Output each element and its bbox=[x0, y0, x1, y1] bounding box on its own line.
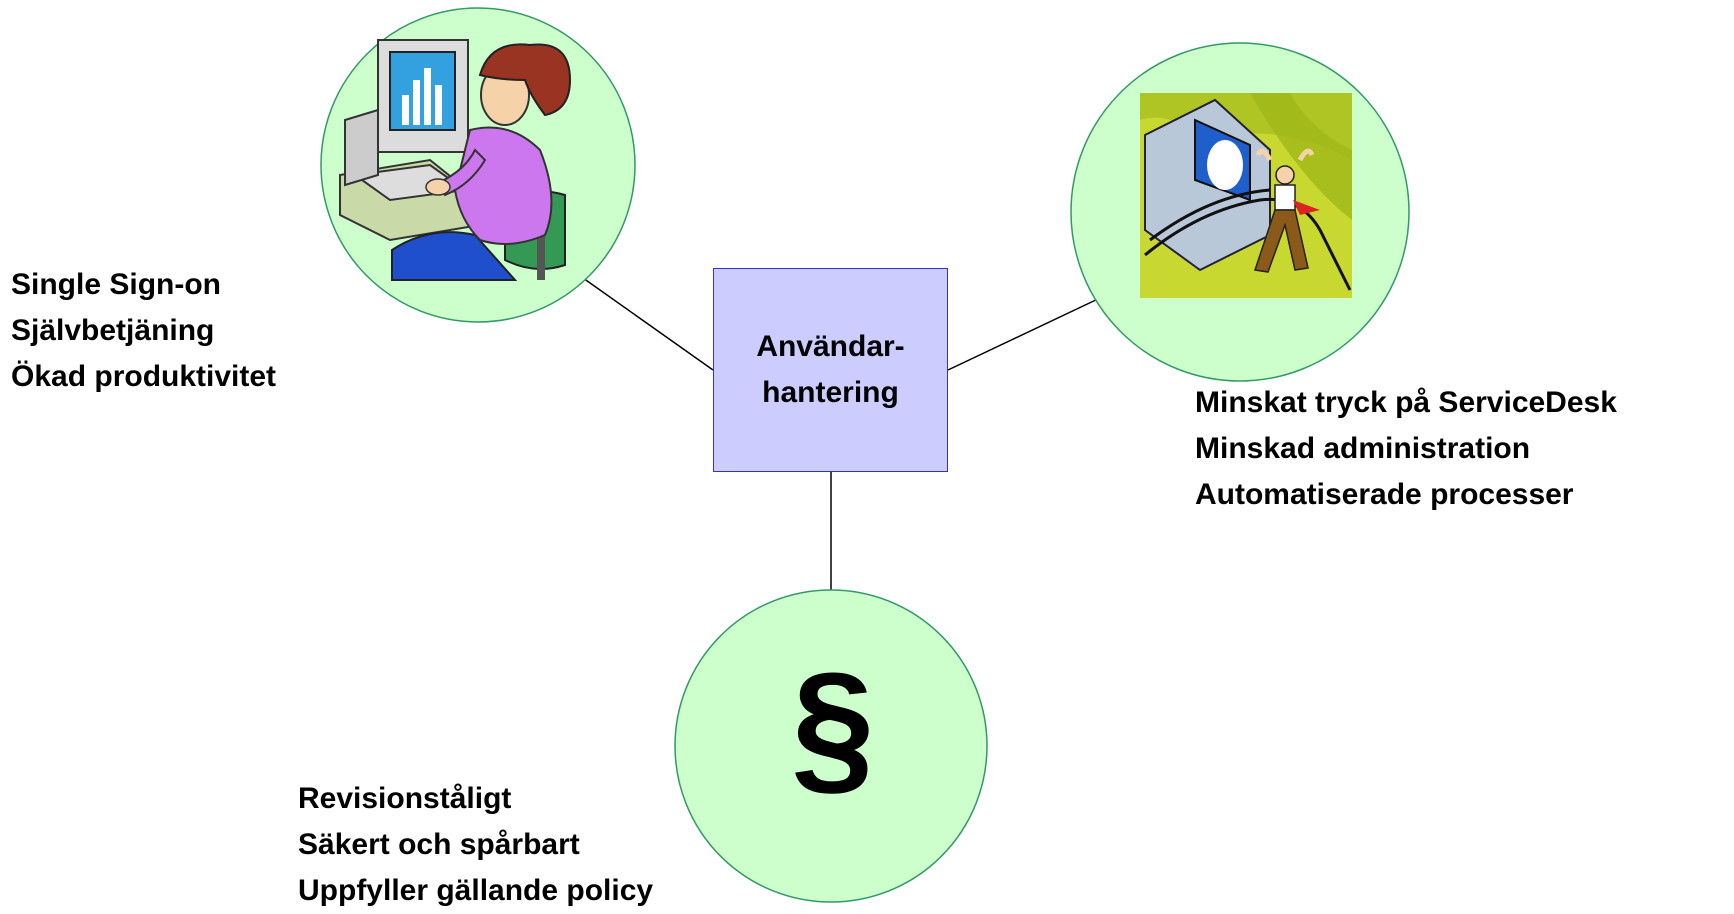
compliance-benefit-item: Revisionståligt bbox=[298, 782, 512, 815]
compliance-node-circle bbox=[674, 589, 988, 903]
center-node-box: Användar- hantering bbox=[713, 268, 948, 472]
center-node-line1: Användar- bbox=[756, 330, 905, 363]
compliance-benefit-item: Säkert och spårbart bbox=[298, 828, 580, 861]
user-benefit-item: Ökad produktivitet bbox=[11, 360, 277, 393]
user-benefit-item: Självbetjäning bbox=[11, 314, 215, 347]
compliance-benefit-item: Uppfyller gällande policy bbox=[298, 874, 654, 907]
computer-worker-icon bbox=[1140, 93, 1352, 298]
compliance-benefits-list: Revisionståligt Säkert och spårbart Uppf… bbox=[298, 776, 653, 914]
connector-it bbox=[947, 297, 1101, 371]
center-node-line2: hantering bbox=[762, 376, 899, 409]
connector-user bbox=[582, 277, 714, 371]
it-benefit-item: Minskad administration bbox=[1195, 432, 1531, 465]
woman-at-computer-icon bbox=[339, 39, 572, 281]
section-sign-icon: § bbox=[791, 640, 875, 809]
user-benefits-list: Single Sign-on Självbetjäning Ökad produ… bbox=[11, 262, 276, 400]
it-benefits-list: Minskat tryck på ServiceDesk Minskad adm… bbox=[1195, 380, 1617, 518]
it-benefit-item: Automatiserade processer bbox=[1195, 478, 1574, 511]
it-benefit-item: Minskat tryck på ServiceDesk bbox=[1195, 386, 1617, 419]
user-benefit-item: Single Sign-on bbox=[11, 268, 221, 301]
